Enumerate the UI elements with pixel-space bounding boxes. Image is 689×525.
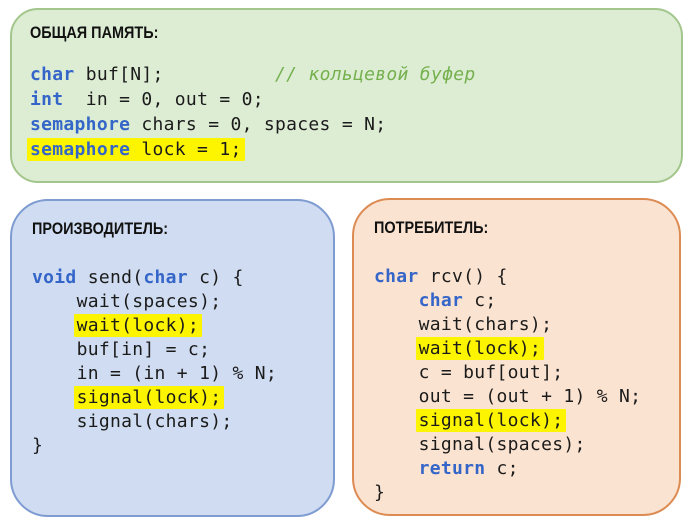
highlighted-code: wait(lock); bbox=[73, 314, 203, 337]
consumer-code-block: char rcv() { char c; wait(chars); wait(l… bbox=[374, 265, 659, 505]
shared-memory-panel: ОБЩАЯ ПАМЯТЬ: char buf[N]; // кольцевой … bbox=[10, 8, 683, 183]
code-line: signal(lock); bbox=[32, 386, 313, 410]
highlighted-code: signal(lock); bbox=[73, 386, 225, 409]
code-line: } bbox=[374, 482, 386, 503]
shared-memory-title: ОБЩАЯ ПАМЯТЬ: bbox=[30, 23, 159, 42]
code-line: signal(chars); bbox=[76, 411, 233, 432]
shared-memory-code-block: char buf[N]; // кольцевой буфер int in = … bbox=[27, 62, 663, 162]
code-line: semaphore lock = 1; bbox=[27, 137, 663, 162]
code-line: void send(char c) { bbox=[32, 267, 244, 288]
code-line: signal(lock); bbox=[374, 409, 659, 433]
producer-title: ПРОИЗВОДИТЕЛЬ: bbox=[32, 219, 169, 238]
code-line: buf[in] = c; bbox=[76, 339, 211, 360]
code-line: return c; bbox=[418, 458, 519, 479]
consumer-title: ПОТРЕБИТЕЛЬ: bbox=[374, 218, 489, 237]
highlighted-code: semaphore lock = 1; bbox=[27, 138, 245, 161]
code-line: signal(spaces); bbox=[418, 434, 586, 455]
code-line: semaphore chars = 0, spaces = N; bbox=[30, 114, 387, 135]
code-line: char c; bbox=[418, 290, 497, 311]
code-line: wait(lock); bbox=[32, 314, 313, 338]
highlighted-code: signal(lock); bbox=[415, 409, 567, 432]
code-line: wait(lock); bbox=[374, 337, 659, 361]
code-line: out = (out + 1) % N; bbox=[418, 386, 642, 407]
code-line: wait(spaces); bbox=[76, 291, 222, 312]
code-line: char rcv() { bbox=[374, 266, 508, 287]
code-line: int in = 0, out = 0; bbox=[30, 89, 264, 110]
producer-panel: ПРОИЗВОДИТЕЛЬ: void send(char c) { wait(… bbox=[10, 199, 335, 517]
highlighted-code: wait(lock); bbox=[415, 337, 545, 360]
code-line: in = (in + 1) % N; bbox=[76, 363, 278, 384]
code-line: } bbox=[32, 435, 44, 456]
producer-code-block: void send(char c) { wait(spaces); wait(l… bbox=[32, 266, 313, 458]
code-line: c = buf[out]; bbox=[418, 362, 564, 383]
code-line: char buf[N]; // кольцевой буфер bbox=[30, 64, 476, 85]
code-line: wait(chars); bbox=[418, 314, 553, 335]
consumer-panel: ПОТРЕБИТЕЛЬ: char rcv() { char c; wait(c… bbox=[352, 198, 681, 516]
